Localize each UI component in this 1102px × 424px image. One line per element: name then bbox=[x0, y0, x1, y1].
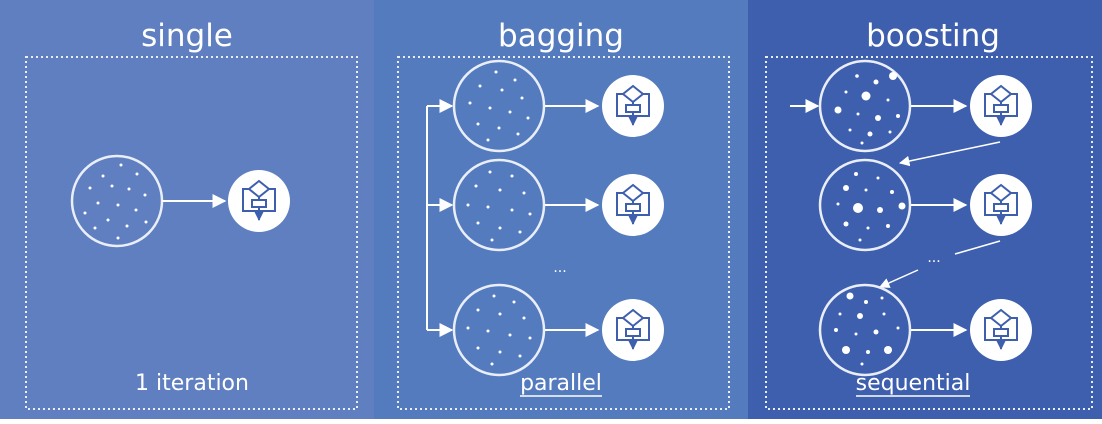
panel-bagging-caption-group: parallel bbox=[520, 371, 602, 397]
boosting-feedback-line-2a bbox=[954, 240, 1001, 255]
boosting-model-icon-1 bbox=[970, 75, 1032, 137]
panel-single-background bbox=[0, 0, 374, 419]
boosting-model-icon-3 bbox=[970, 299, 1032, 361]
bagging-model-icon-2 bbox=[602, 174, 664, 236]
bagging-dataset-icon-3 bbox=[452, 283, 546, 377]
panel-boosting-caption-group: sequential bbox=[856, 371, 971, 397]
panel-boosting-frame bbox=[765, 56, 1093, 410]
bagging-dataset-icon-1 bbox=[452, 59, 546, 153]
panel-boosting-title: boosting bbox=[866, 18, 1000, 54]
bagging-ellipsis: ... bbox=[553, 260, 566, 276]
boosting-dataset-icon-1 bbox=[818, 59, 912, 153]
bagging-dataset-icon-2 bbox=[452, 158, 546, 252]
panel-single-caption: 1 iteration bbox=[135, 371, 249, 396]
boosting-dataset-icon-3 bbox=[818, 283, 912, 377]
panel-bagging-caption: parallel bbox=[520, 371, 602, 396]
boosting-feedback-arrow-1 bbox=[898, 141, 1001, 167]
panel-bagging-title: bagging bbox=[498, 18, 624, 54]
boosting-dataset-icon-2 bbox=[818, 158, 912, 252]
panel-boosting-caption: sequential bbox=[856, 371, 971, 396]
boosting-model-icon-2 bbox=[970, 174, 1032, 236]
bagging-model-icon-3 bbox=[602, 299, 664, 361]
panel-single-frame bbox=[25, 56, 358, 410]
bagging-distribution-bracket bbox=[426, 99, 454, 337]
boosting-feedback-arrow-2b bbox=[879, 269, 919, 288]
panel-single-title: single bbox=[141, 18, 233, 54]
panel-bagging-background bbox=[374, 0, 748, 419]
single-model-icon bbox=[228, 170, 290, 232]
panel-boosting-background bbox=[748, 0, 1102, 419]
boosting-ellipsis: ... bbox=[927, 250, 940, 266]
bagging-model-icon-1 bbox=[602, 75, 664, 137]
panel-bagging-frame bbox=[397, 56, 730, 410]
